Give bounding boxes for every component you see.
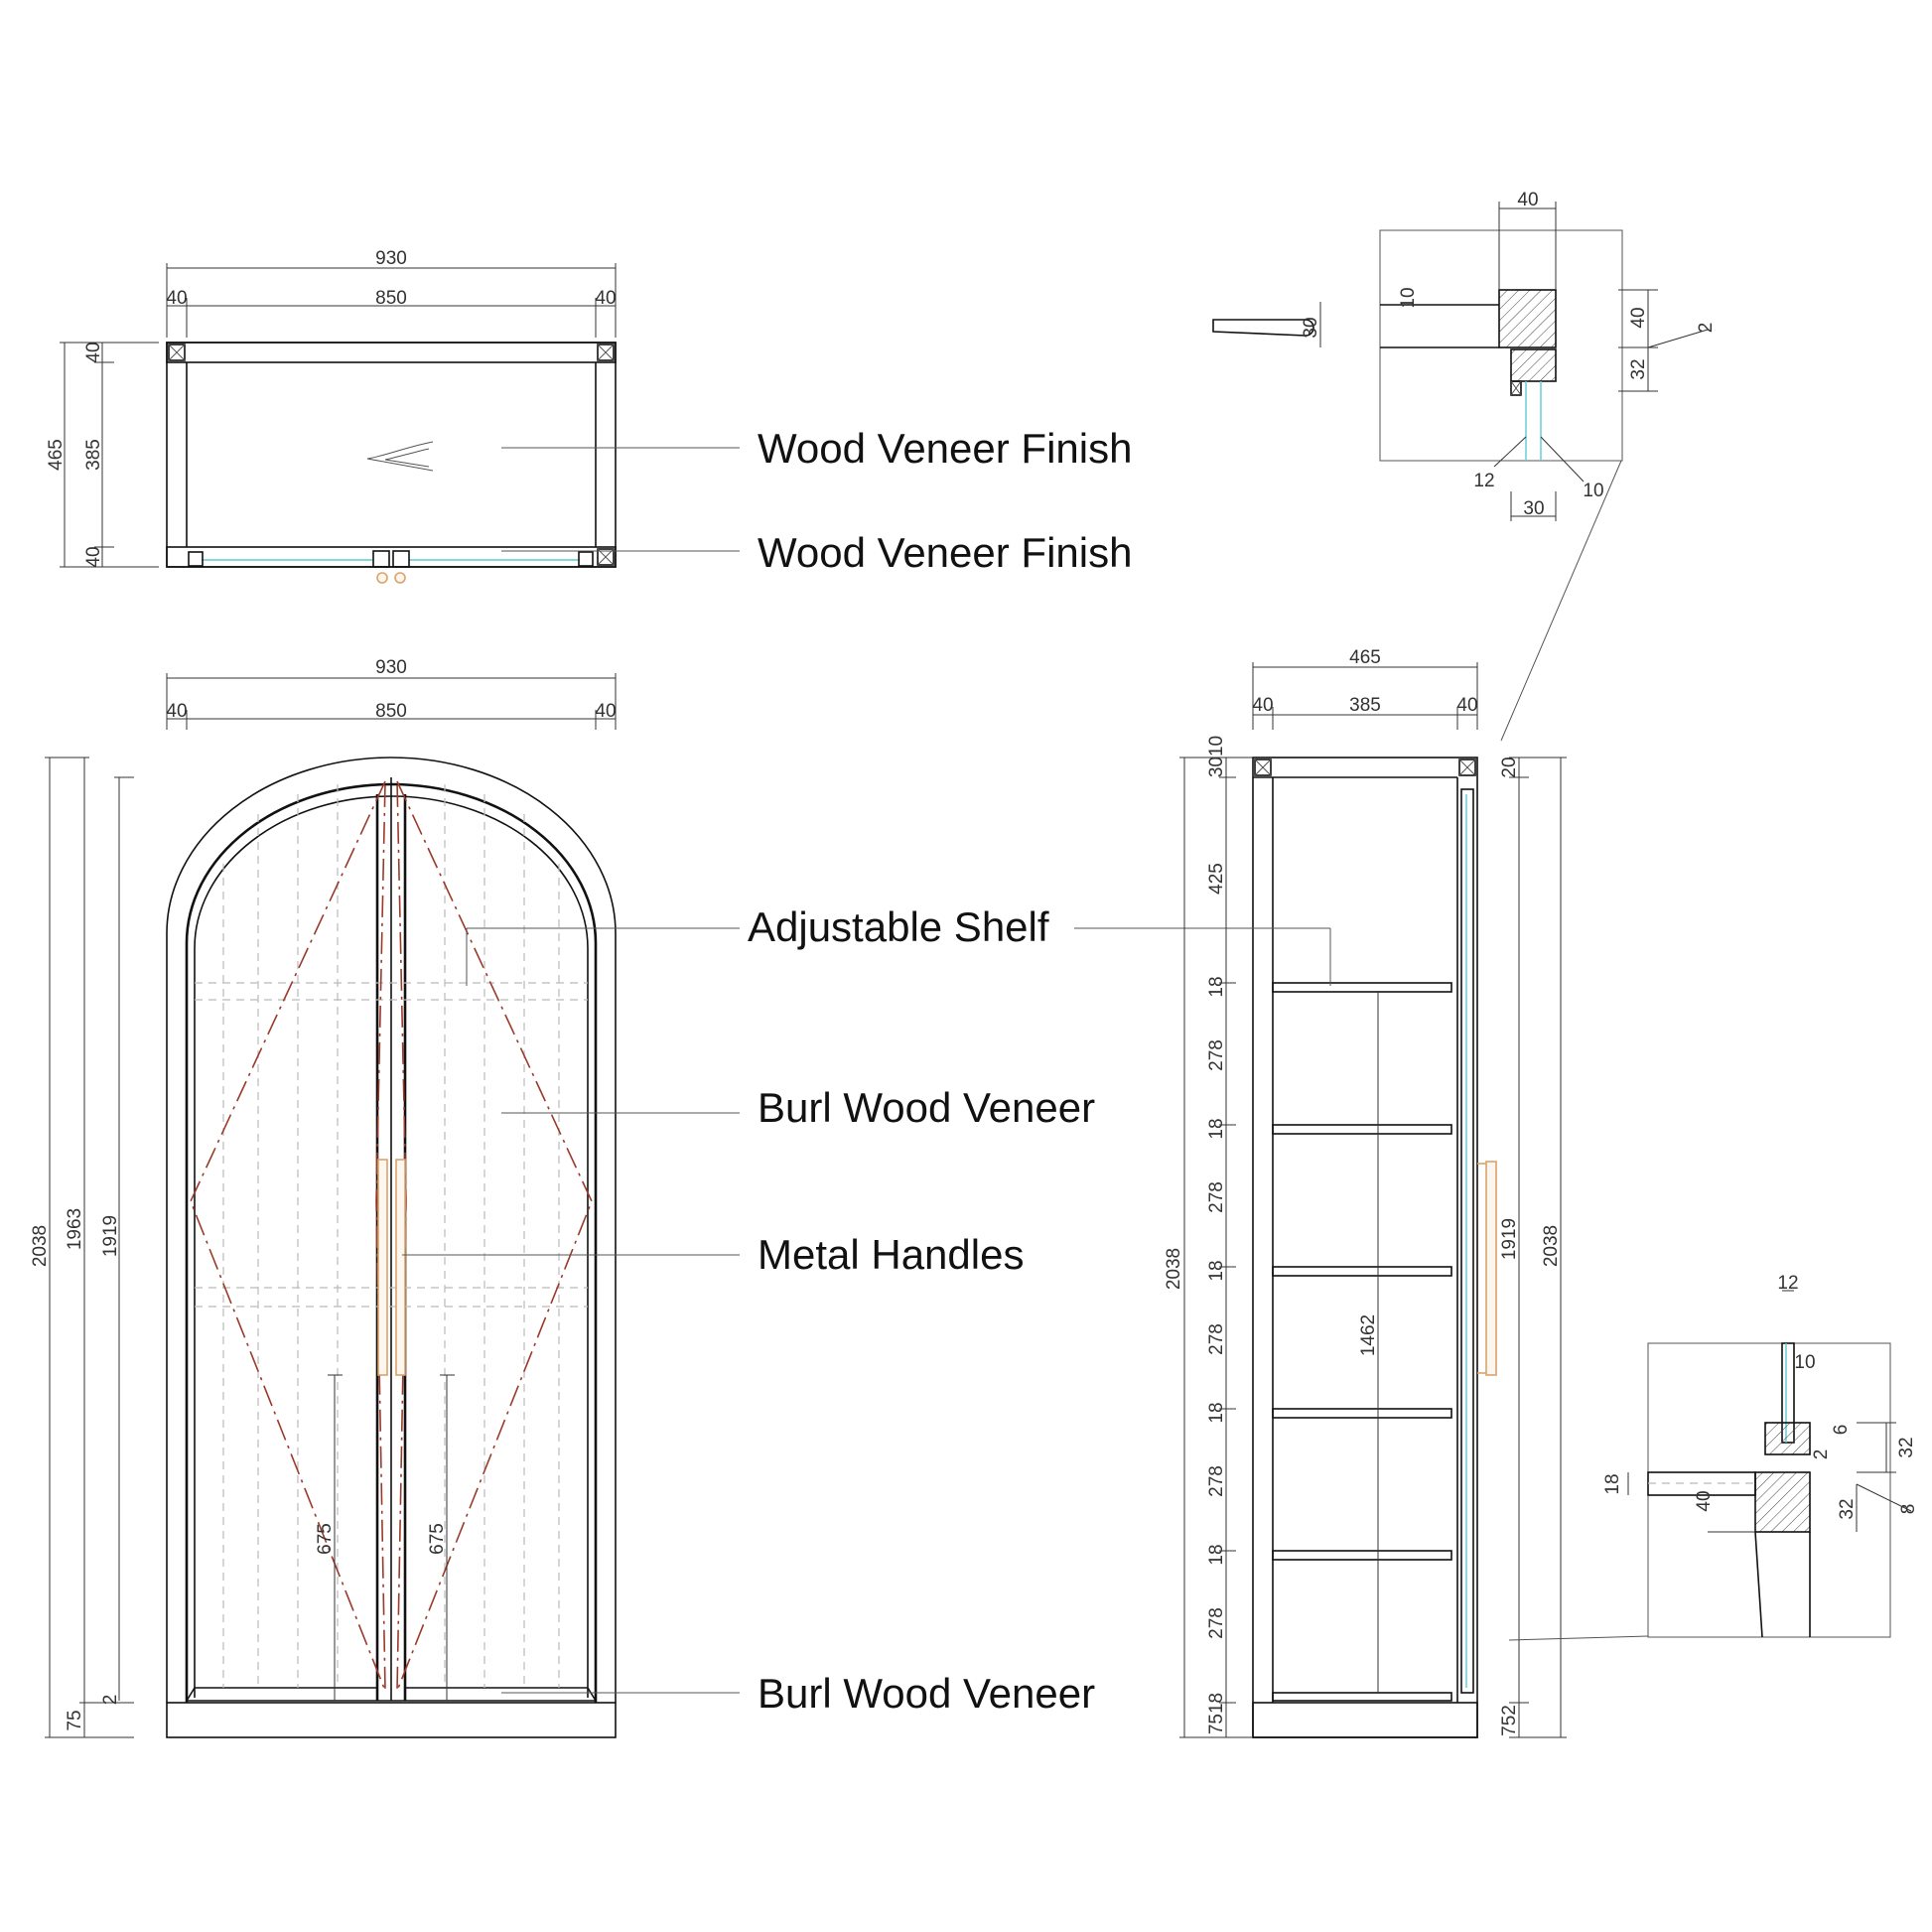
detail-bottom-dim-offset: 2 <box>1811 1449 1832 1460</box>
side-dim-side-right: 40 <box>1456 695 1477 716</box>
handle-knob-right <box>394 572 406 584</box>
detail-top-dim-width: 40 <box>1517 190 1538 210</box>
detail-top-dim-glass: 12 <box>1473 471 1494 491</box>
plan-dim-overall-depth: 465 <box>46 439 67 471</box>
plan-dim-side-right: 40 <box>595 288 616 309</box>
side-dim-overall-height-right: 2038 <box>1541 1225 1562 1267</box>
side-dim-shelf-1: 18 <box>1206 976 1227 997</box>
side-dim-door-height: 1919 <box>1499 1218 1520 1260</box>
side-dim-top-stack: 3010 <box>1206 736 1227 777</box>
shelf-3 <box>1272 1266 1452 1277</box>
plan-dim-top-panel: 40 <box>83 342 104 362</box>
side-elevation: 1462 465 40 385 40 2038 3010 425 18 278 … <box>1074 647 1567 1738</box>
side-handle <box>1485 1161 1497 1376</box>
detail-top-dim-handle: 30 <box>1301 317 1321 338</box>
plan-view: 930 40 850 40 465 40 385 40 <box>46 248 740 584</box>
front-dim-overall-height: 2038 <box>30 1225 51 1267</box>
shelf-2 <box>1272 1124 1452 1135</box>
front-dim-door-height: 1919 <box>100 1215 121 1257</box>
side-dim-shelf-4: 18 <box>1206 1402 1227 1423</box>
door-handle-right <box>395 1159 406 1376</box>
diamond-pattern-right <box>396 780 593 1692</box>
detail-bottom-dim-depth: 40 <box>1694 1490 1715 1511</box>
front-dim-plinth: 75 <box>65 1710 85 1730</box>
detail-top-dim-gap-left: 10 <box>1398 287 1419 308</box>
shelf-5 <box>1272 1550 1452 1561</box>
plan-dim-overall-width: 930 <box>375 248 407 269</box>
front-dim-side-left: 40 <box>166 701 187 722</box>
diamond-pattern-left <box>190 780 386 1692</box>
plan-dim-inner-depth: 385 <box>83 439 104 471</box>
front-dim-overall-width: 930 <box>375 657 407 678</box>
front-dim-gap: 2 <box>100 1695 121 1706</box>
shelf-4 <box>1272 1408 1452 1419</box>
handle-knob-left <box>376 572 388 584</box>
side-dim-compartment-3: 278 <box>1206 1323 1227 1355</box>
plan-dim-inner-width: 850 <box>375 288 407 309</box>
detail-bottom-dim-shelf: 18 <box>1602 1473 1623 1494</box>
side-dim-overall-height: 2038 <box>1164 1248 1184 1290</box>
front-elevation: 675 675 930 40 850 40 2038 1963 1919 75 … <box>30 657 740 1738</box>
detail-top-dim-glass-gap: 10 <box>1583 481 1603 501</box>
shelf-1 <box>1272 982 1452 993</box>
side-dim-bottom-left: 7518 <box>1206 1693 1227 1734</box>
door-handle-left <box>377 1159 388 1376</box>
side-dim-interior-height: 1462 <box>1358 1314 1379 1356</box>
detail-bottom-dim-lower: 32 <box>1837 1498 1858 1519</box>
side-dim-bottom-right: 752 <box>1499 1705 1520 1736</box>
label-burl-wood-veneer-lower: Burl Wood Veneer <box>758 1670 1095 1717</box>
detail-bottom-dim-step: 6 <box>1831 1425 1852 1436</box>
side-dim-top-compartment: 425 <box>1206 863 1227 895</box>
label-adjustable-shelf: Adjustable Shelf <box>748 903 1049 950</box>
label-burl-wood-veneer-upper: Burl Wood Veneer <box>758 1084 1095 1131</box>
detail-top-dim-offset: 2 <box>1696 323 1717 334</box>
front-dim-diag-right: 675 <box>427 1523 448 1555</box>
side-dim-shelf-3: 18 <box>1206 1260 1227 1281</box>
side-dim-compartment-2: 278 <box>1206 1181 1227 1213</box>
front-dim-inner-width: 850 <box>375 701 407 722</box>
detail-top: 40 10 30 40 32 2 12 10 30 <box>1212 190 1717 742</box>
front-dim-side-right: 40 <box>595 701 616 722</box>
detail-top-dim-height-lower: 32 <box>1628 358 1649 379</box>
detail-bottom-dim-height: 32 <box>1896 1437 1917 1457</box>
side-dim-shelf-5: 18 <box>1206 1544 1227 1565</box>
front-dim-body-height: 1963 <box>65 1208 85 1250</box>
front-dim-diag-left: 675 <box>315 1523 336 1555</box>
side-dim-top-right: 20 <box>1499 757 1520 777</box>
detail-bottom-dim-tip: 8 <box>1898 1504 1919 1515</box>
detail-bottom: 12 10 6 32 2 18 40 32 8 <box>1508 1273 1919 1641</box>
label-plan-bottom: Wood Veneer Finish <box>758 529 1132 576</box>
side-dim-side-left: 40 <box>1252 695 1273 716</box>
side-dim-overall-depth: 465 <box>1349 647 1381 668</box>
side-dim-inner-depth: 385 <box>1349 695 1381 716</box>
plan-dim-bottom-panel: 40 <box>83 546 104 567</box>
label-plan-top: Wood Veneer Finish <box>758 425 1132 472</box>
detail-top-dim-height-upper: 40 <box>1628 307 1649 328</box>
detail-bottom-dim-gap: 10 <box>1794 1352 1815 1373</box>
plan-dim-side-left: 40 <box>166 288 187 309</box>
side-dim-compartment-5: 278 <box>1206 1607 1227 1639</box>
label-metal-handles: Metal Handles <box>758 1231 1024 1278</box>
side-dim-compartment-4: 278 <box>1206 1465 1227 1497</box>
detail-top-dim-bottom-width: 30 <box>1523 498 1544 519</box>
side-dim-compartment-1: 278 <box>1206 1039 1227 1071</box>
side-dim-shelf-2: 18 <box>1206 1118 1227 1139</box>
detail-bottom-dim-glass: 12 <box>1777 1273 1798 1294</box>
